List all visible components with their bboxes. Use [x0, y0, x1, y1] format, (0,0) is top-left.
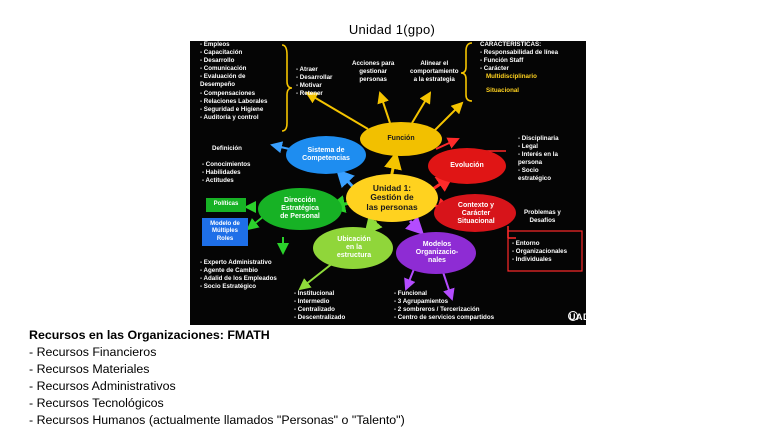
list-item: - Capacitación [200, 49, 243, 57]
list-item: - Desarrollo [200, 57, 235, 65]
characteristics-title: CARACTERÍSTICAS: [480, 41, 542, 48]
align-title: Alinear el comportamiento a la estrategi… [410, 60, 459, 84]
resource-item: - Recursos Materiales [29, 362, 150, 376]
node-modelos [396, 232, 476, 274]
list-item: - Atraer [296, 66, 318, 73]
list-item: - Comunicación [200, 65, 247, 73]
competencias-list: - Conocimientos - Habilidades - Actitude… [202, 161, 251, 185]
modelos-list: - Funcional - 3 Agrupamientos - 2 sombre… [394, 290, 495, 322]
arrow-funcion-up [377, 91, 391, 124]
problemas-label: Problemas y Desafíos [524, 209, 561, 225]
node-contexto [434, 194, 516, 232]
resource-item: - Recursos Humanos (actualmente llamados… [29, 413, 405, 427]
node-competencias-label: Sistema de Competencias [302, 147, 350, 162]
node-funcion [360, 122, 442, 156]
roles-box: Modelo de Múltiples Roles [210, 220, 240, 242]
list-item: - Relaciones Laborales [200, 97, 268, 105]
brace-characteristics [460, 42, 473, 102]
resources-title: Recursos en las Organizaciones: FMATH [29, 328, 270, 342]
evolucion-list: - Disciplinaria - Legal - Interés en la … [518, 135, 559, 183]
uade-logo: UADE [568, 311, 586, 322]
roles-list: - Experto Administrativo - Agente de Cam… [200, 259, 277, 291]
node-funcion-label: Función [387, 135, 415, 142]
diagram-graphics [202, 42, 583, 301]
arrow-funcion-align [411, 91, 432, 124]
node-contexto-label: Contexto y Carácter Situacional [457, 202, 495, 225]
node-center [346, 174, 438, 222]
node-modelos-label: Modelos Organizacio- nales [415, 241, 459, 264]
definicion-label: Definición [212, 145, 242, 152]
list-item: - Retener [296, 90, 323, 98]
resource-item: - Recursos Administrativos [29, 379, 176, 393]
node-ubicacion-label: Ubicación en la estructura [336, 236, 372, 259]
node-evolucion-label: Evolución [450, 162, 484, 169]
list-item: - Empleos [200, 41, 230, 48]
contexto-list: - Entorno - Organizacionales - Individua… [512, 240, 568, 264]
resources-section: Recursos en las Organizaciones: FMATH - … [29, 327, 405, 429]
node-direccion [258, 188, 342, 230]
characteristics-list: CARACTERÍSTICAS: - Responsabilidad de lí… [480, 41, 559, 95]
node-competencias [286, 136, 366, 174]
list-item: - Compensaciones [200, 89, 256, 97]
node-evolucion [428, 148, 506, 184]
list-item: - Seguridad e Higiene [200, 105, 264, 113]
resource-item: - Recursos Tecnológicos [29, 396, 164, 410]
node-center-label: Unidad 1: Gestión de las personas [366, 182, 418, 212]
arrow-funcion-right [433, 101, 464, 132]
list-item: - Auditoría y control [200, 113, 259, 121]
arrow-funcion-left [305, 91, 369, 130]
politicas-box: Políticas [213, 201, 239, 208]
brace-left [281, 44, 293, 132]
list-item: - Evaluación de [200, 73, 246, 81]
list-item: - Motivar [296, 82, 322, 90]
diagram-image: - Empleos - Capacitación - Desarrollo - … [190, 41, 586, 325]
resource-item: - Recursos Financieros [29, 345, 157, 359]
node-direccion-label: Dirección Estratégica de Personal [280, 197, 320, 220]
slide-title: Unidad 1(gpo) [348, 22, 436, 37]
actions-title: Acciones para gestionar personas [352, 60, 395, 84]
list-item: - Desarrollar [296, 74, 333, 82]
ubicacion-list: - Institucional - Intermedio - Centraliz… [294, 290, 346, 322]
actions-list: - Atraer - Desarrollar - Motivar - Reten… [296, 66, 332, 98]
node-ubicacion [313, 227, 393, 269]
functions-list: - Empleos - Capacitación - Desarrollo - … [200, 41, 267, 122]
list-item: Desempeño [200, 81, 236, 89]
